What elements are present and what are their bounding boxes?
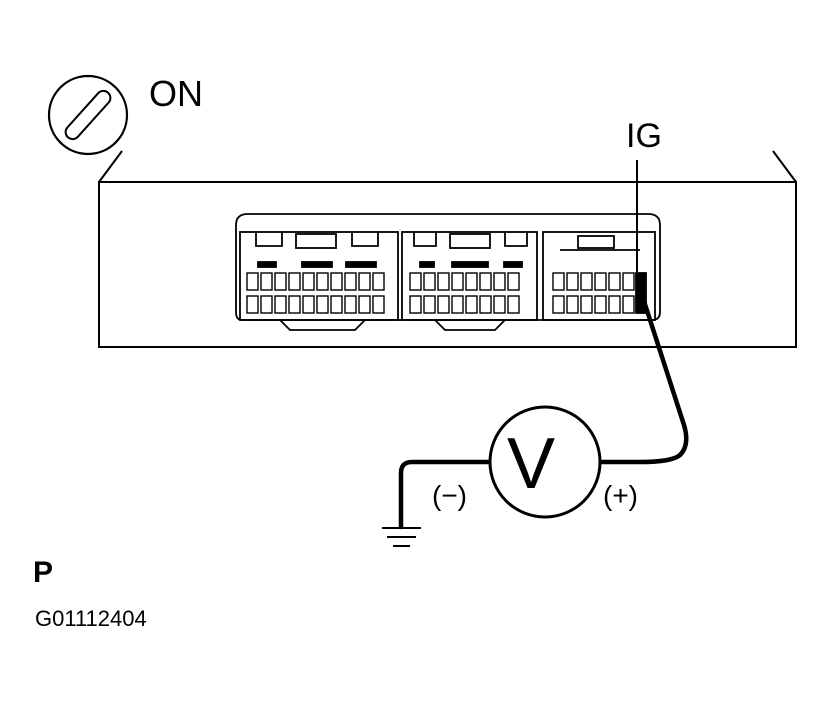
voltmeter-icon bbox=[488, 405, 602, 519]
negative-polarity-label: (−) bbox=[432, 480, 467, 511]
connector-block-1 bbox=[239, 231, 399, 331]
voltmeter-symbol-label: V bbox=[507, 424, 556, 504]
ignition-switch-icon bbox=[47, 74, 129, 156]
figure-code-label: G01112404 bbox=[35, 606, 147, 631]
negative-lead bbox=[398, 459, 493, 530]
switch-state-label: ON bbox=[149, 73, 203, 114]
ground-icon bbox=[382, 527, 421, 547]
positive-lead bbox=[597, 289, 689, 465]
connector-housing bbox=[235, 213, 661, 331]
positive-polarity-label: (+) bbox=[603, 480, 638, 511]
connector-side-label: P bbox=[33, 556, 54, 589]
connector-block-2 bbox=[401, 231, 538, 331]
terminal-label: IG bbox=[626, 117, 662, 155]
